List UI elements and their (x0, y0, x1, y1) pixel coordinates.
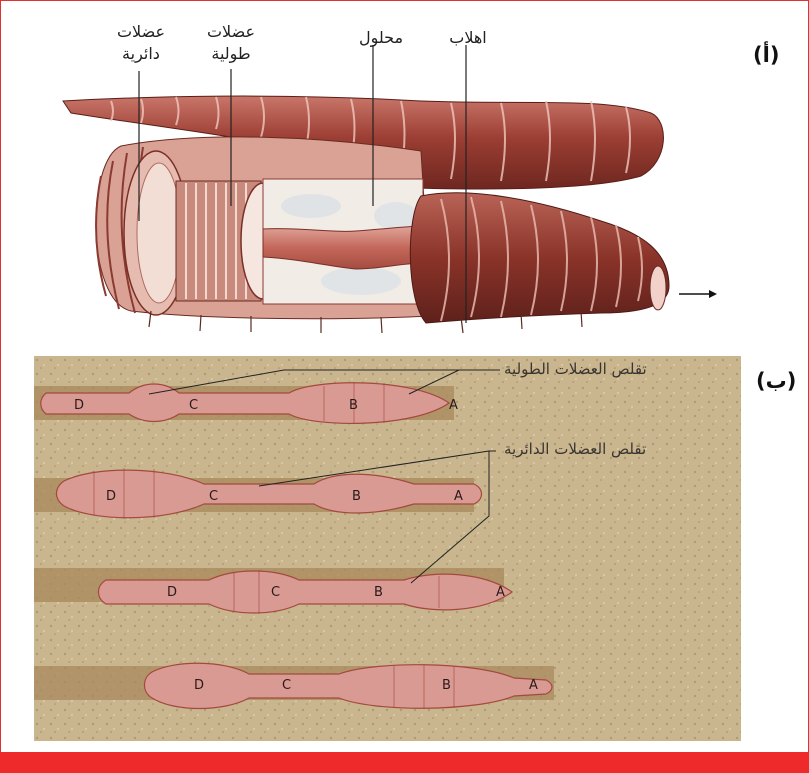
svg-text:C: C (209, 489, 218, 504)
label-longitudinal-muscles-line1: عضلات (196, 21, 266, 43)
svg-text:A: A (496, 585, 505, 600)
svg-text:B: B (374, 585, 383, 600)
svg-text:D: D (167, 585, 177, 600)
panel-label-b: (ب) (756, 369, 796, 393)
label-circular-muscles-line2: دائرية (106, 43, 176, 65)
svg-text:B: B (352, 489, 361, 504)
worm-body-cutaway (96, 137, 431, 319)
soil-panel: D C B A D C B A D C B A D C B A (34, 356, 741, 741)
svg-text:C: C (189, 398, 198, 413)
svg-text:A: A (454, 489, 463, 504)
svg-text:A: A (529, 678, 538, 693)
worm-head (410, 193, 669, 323)
annotation-circular-contraction: تقلص العضلات الدائرية (504, 440, 646, 458)
svg-text:C: C (271, 585, 280, 600)
label-circular-muscles-line1: عضلات (106, 21, 176, 43)
svg-text:C: C (282, 678, 291, 693)
svg-text:B: B (442, 678, 451, 693)
svg-text:B: B (349, 398, 358, 413)
label-setae: اهلاب (433, 27, 503, 49)
locomotion-sequence-illustration: D C B A D C B A D C B A D C B A (34, 356, 741, 741)
svg-text:A: A (449, 398, 458, 413)
label-longitudinal-muscles-line2: طولية (196, 43, 266, 65)
label-fluid: محلول (346, 27, 416, 49)
svg-text:D: D (194, 678, 204, 693)
direction-arrow (679, 290, 717, 298)
bottom-accent-bar (0, 752, 809, 773)
panel-label-a: (أ) (753, 43, 779, 67)
svg-text:D: D (74, 398, 84, 413)
annotation-longitudinal-contraction: تقلص العضلات الطولية (504, 360, 647, 378)
svg-text:D: D (106, 489, 116, 504)
